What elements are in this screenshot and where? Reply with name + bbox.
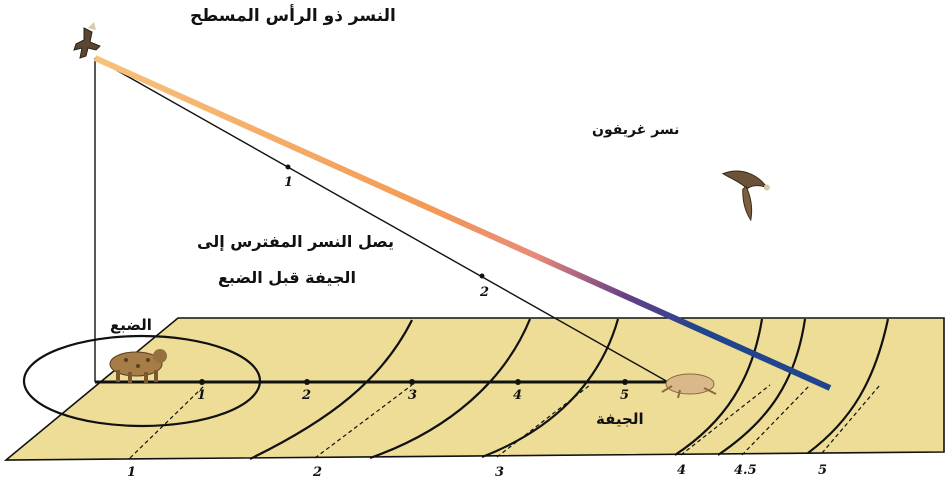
range-arc (481, 318, 620, 459)
bottom-edge-tick-label: 3 (495, 465, 504, 480)
griffon-glide-beam (93, 55, 832, 391)
projection-dash (314, 384, 413, 459)
arrival-note-line2: الجيفة قبل الضبع (218, 268, 356, 287)
projection-dash (821, 384, 881, 454)
sight-line-tick-label: 1 (284, 175, 293, 190)
flat-headed-vulture-icon (73, 22, 101, 59)
bottom-edge-tick-label: 4.5 (734, 463, 757, 478)
flat-headed-vulture-label: النسر ذو الرأس المسطح (190, 6, 396, 26)
projection-dash (496, 384, 591, 458)
ground-line-tick-label: 4 (513, 388, 522, 403)
griffon-vulture-label: نسر غريفون (592, 122, 680, 138)
range-arc (369, 318, 532, 460)
carcass-label: الجيفة (596, 410, 644, 428)
range-arc (717, 318, 807, 456)
vulture-dive-path (94, 57, 669, 383)
ground-line-tick-label: 2 (301, 388, 311, 403)
ground-plane (3, 317, 945, 461)
griffon-vulture-icon (721, 170, 770, 222)
dive-path-tick-marks (285, 164, 485, 279)
projection-dashes (129, 384, 881, 459)
ground-line-tick-label: 1 (197, 388, 206, 403)
range-arc (249, 319, 413, 460)
projection-dash (129, 384, 206, 459)
carcass-icon (661, 373, 717, 399)
ground-line-tick-label: 3 (408, 388, 417, 403)
ground-line-tick-marks (199, 379, 628, 385)
arrival-note-line1: يصل النسر المفترس إلى (197, 232, 394, 251)
hyena-icon (109, 349, 167, 383)
range-arcs (249, 318, 890, 460)
bottom-edge-tick-label: 5 (818, 463, 827, 478)
range-arc (674, 318, 764, 456)
bottom-edge-tick-label: 4 (677, 463, 686, 478)
projection-dash (741, 384, 811, 456)
bottom-edge-tick-label: 1 (127, 465, 136, 480)
hyena-label: الضبع (110, 316, 152, 334)
sight-line-tick-label: 2 (479, 285, 489, 300)
projection-dash (680, 384, 771, 456)
bottom-edge-tick-label: 2 (312, 465, 322, 480)
range-arc (807, 318, 890, 454)
ground-line-tick-label: 5 (620, 388, 629, 403)
